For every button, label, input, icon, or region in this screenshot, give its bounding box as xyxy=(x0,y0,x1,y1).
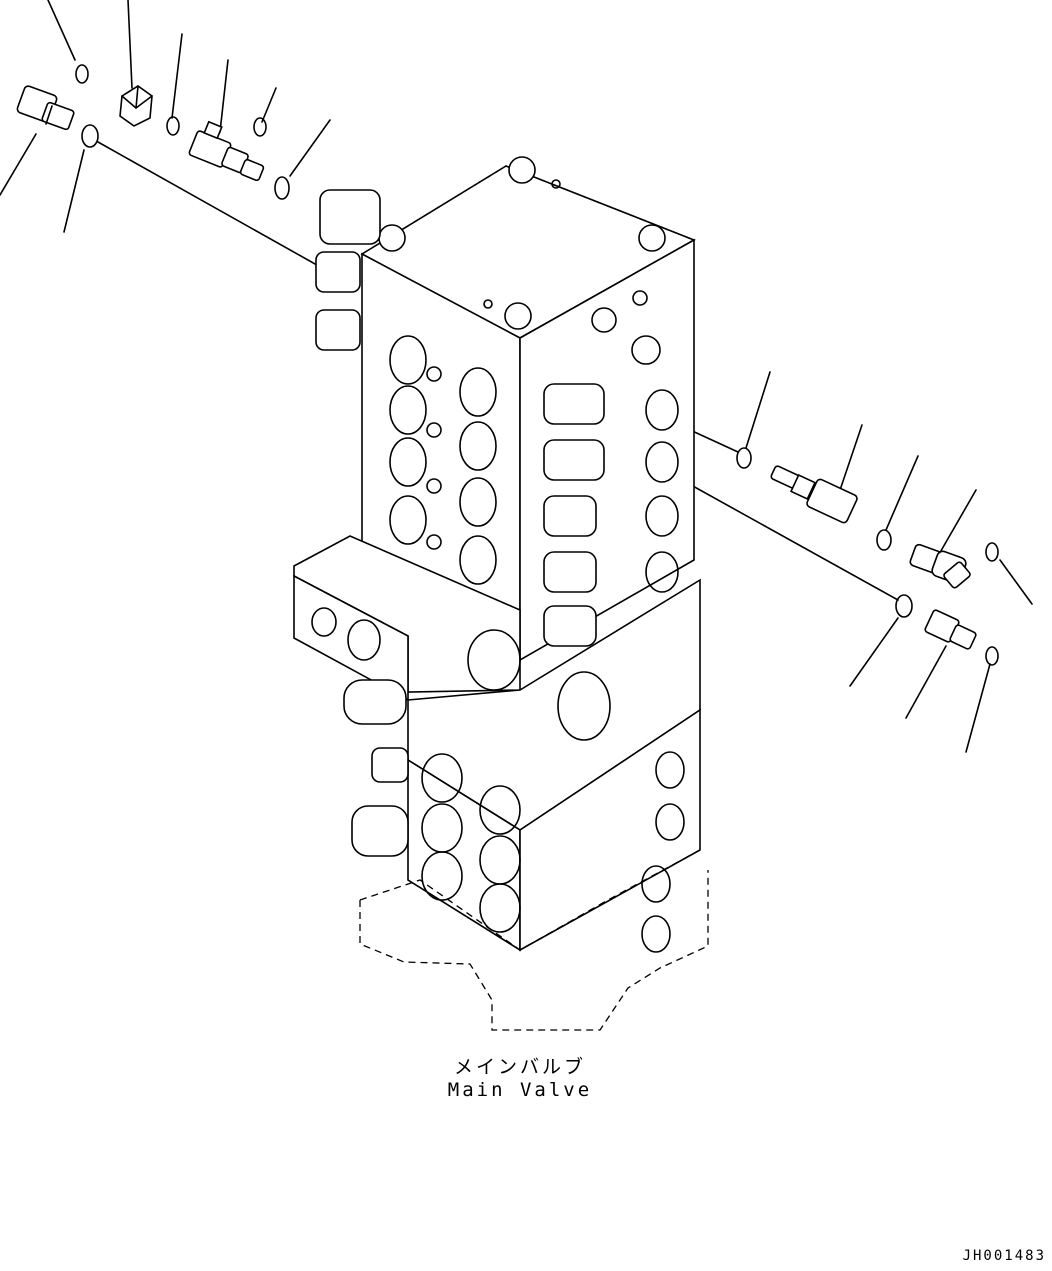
tee-fitting xyxy=(188,120,265,182)
right-face-ports xyxy=(543,290,679,647)
straight-connector-right xyxy=(770,465,858,524)
drawing-code: JH001483 xyxy=(962,1248,1046,1264)
o-rings xyxy=(75,64,999,666)
leader-lines-left xyxy=(0,0,341,279)
left-face-ports xyxy=(389,335,497,585)
caption-english: Main Valve xyxy=(447,1079,593,1101)
caption-japanese: メインバルブ xyxy=(453,1056,586,1078)
leader-lines-right xyxy=(663,371,1033,753)
elbow-connector-right xyxy=(909,543,971,589)
nut-fitting xyxy=(119,85,153,127)
adapter-right xyxy=(924,609,977,650)
main-valve-body xyxy=(293,156,709,1031)
elbow-fitting-left xyxy=(16,85,75,131)
